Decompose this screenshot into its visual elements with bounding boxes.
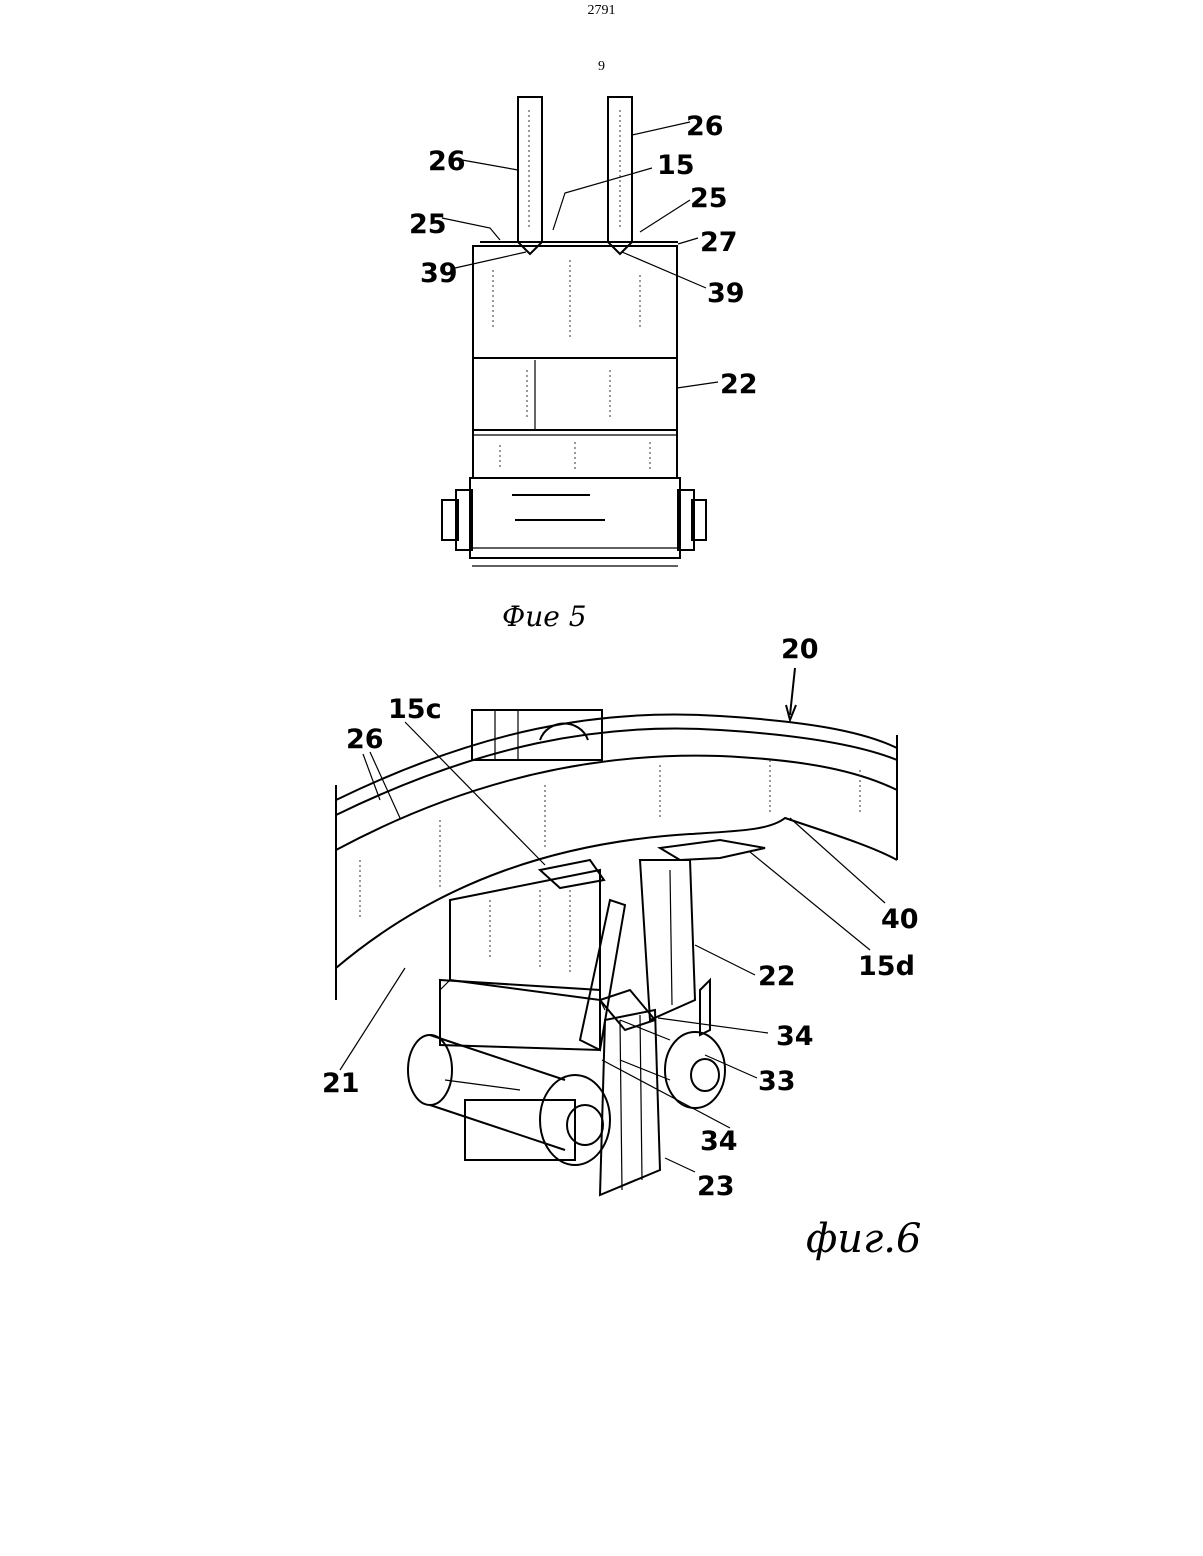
label-34-upper: 34 (776, 1021, 814, 1052)
label-26-right: 26 (686, 111, 724, 142)
label-26: 26 (346, 724, 384, 755)
label-33: 33 (758, 1066, 796, 1097)
label-25-left: 25 (409, 209, 447, 240)
rod-26-left (518, 97, 542, 254)
label-22: 22 (720, 369, 758, 400)
arm (580, 900, 625, 1050)
label-20: 20 (781, 634, 819, 665)
bracket-15c (540, 860, 604, 888)
label-25-right: 25 (690, 183, 728, 214)
bracket-15d (660, 840, 765, 860)
label-34-lower: 34 (700, 1126, 738, 1157)
label-39-left: 39 (420, 258, 458, 289)
label-26-left: 26 (428, 146, 466, 177)
label-15c: 15c (388, 694, 442, 725)
label-27: 27 (700, 227, 738, 258)
figure-5-caption: Фие 5 (502, 600, 587, 633)
label-39-right: 39 (707, 278, 745, 309)
column-23 (600, 990, 660, 1195)
figure-6-drawing: 20 15c 26 40 15d 22 21 34 33 34 23 фиг.6 (322, 634, 921, 1262)
label-15d: 15d (858, 951, 915, 982)
label-15: 15 (657, 150, 695, 181)
block-22 (470, 246, 680, 566)
roller-right (620, 1020, 725, 1108)
roller-left (408, 980, 610, 1165)
label-23: 23 (697, 1171, 735, 1202)
rod-26-right (608, 97, 632, 254)
label-40: 40 (881, 904, 919, 935)
bolt-right (678, 490, 706, 550)
figure-5-drawing: 26 26 15 25 25 27 39 39 22 Фие 5 (409, 97, 758, 633)
label-21: 21 (322, 1068, 360, 1099)
figure-6-caption: фиг.6 (806, 1216, 921, 1262)
label-22-fig6: 22 (758, 961, 796, 992)
bolt-left (442, 490, 472, 550)
